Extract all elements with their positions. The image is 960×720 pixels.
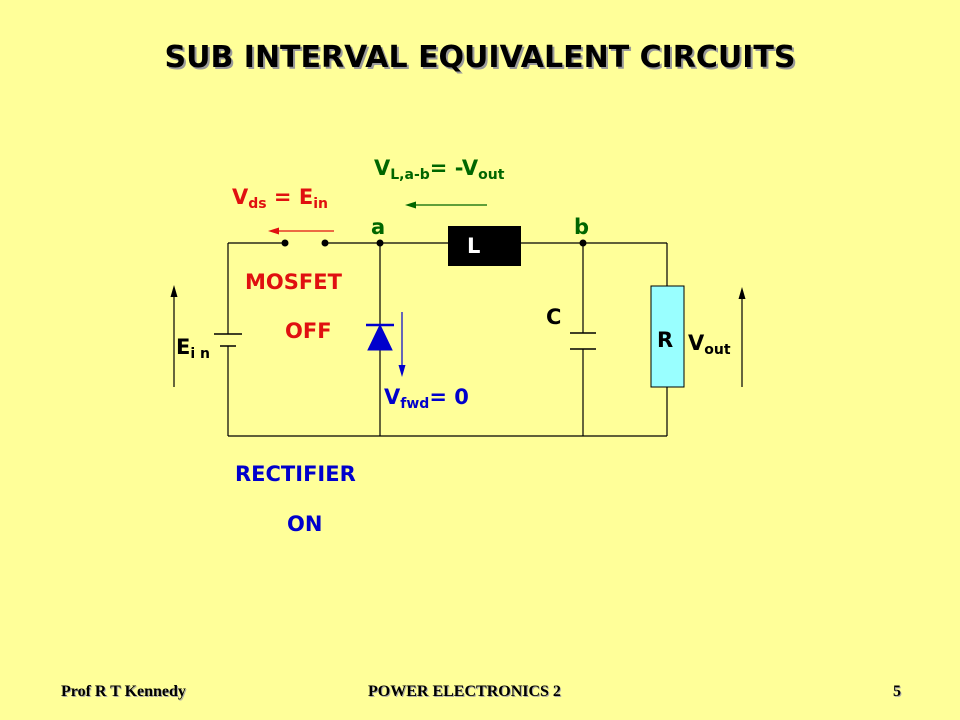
mosfet-state-line2: OFF xyxy=(285,319,332,343)
node-a-dot xyxy=(376,239,384,247)
vout-arrow xyxy=(738,287,746,387)
capacitor-symbol xyxy=(570,332,596,350)
switch-contact-left xyxy=(281,239,289,247)
rectifier-state-line2: ON xyxy=(287,512,323,536)
switch-contact-right xyxy=(321,239,329,247)
node-a-label: a xyxy=(371,215,386,239)
footer-page-number: 5 xyxy=(893,683,901,700)
mosfet-state-line1: MOSFET xyxy=(245,270,342,294)
vl-arrow xyxy=(405,201,487,209)
capacitor-label: C xyxy=(546,305,562,329)
switch-contacts xyxy=(281,239,329,247)
vds-label: Vds = Ein xyxy=(232,185,328,212)
vl-label: VL,a-b= -Vout xyxy=(374,156,505,183)
footer-author: Prof R T Kennedy xyxy=(61,683,186,700)
node-b-label: b xyxy=(574,215,590,239)
vds-arrow xyxy=(268,227,334,235)
rectifier-state-line1: RECTIFIER xyxy=(235,462,356,486)
resistor-label: R xyxy=(657,328,674,352)
battery-symbol xyxy=(214,333,242,347)
page-title: SUB INTERVAL EQUIVALENT CIRCUITS xyxy=(164,40,796,75)
inductor-box xyxy=(448,226,521,266)
vfwd-arrow xyxy=(398,312,406,377)
vfwd-label: Vfwd= 0 xyxy=(384,385,469,412)
resistor-box xyxy=(650,285,685,388)
footer-course: POWER ELECTRONICS 2 xyxy=(368,683,561,700)
ein-label: Ei n xyxy=(176,335,210,362)
vout-label: Vout xyxy=(688,331,731,358)
node-b-dot xyxy=(579,239,587,247)
inductor-label: L xyxy=(467,234,481,258)
circuit-wires xyxy=(227,242,668,437)
ein-arrow xyxy=(170,285,178,387)
diode-symbol xyxy=(366,323,394,351)
